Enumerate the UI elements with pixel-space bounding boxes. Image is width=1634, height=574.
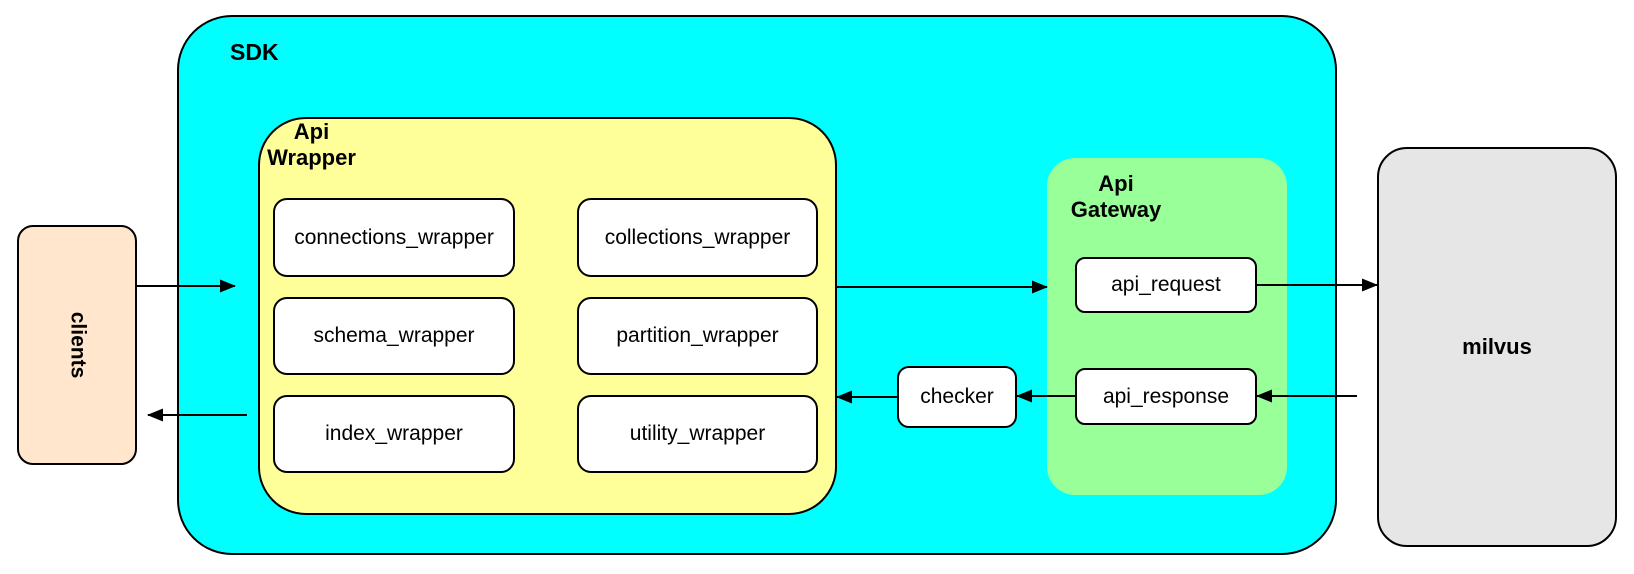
node-api-response: api_response bbox=[1075, 368, 1257, 425]
node-checker: checker bbox=[897, 366, 1017, 428]
node-partition-wrapper: partition_wrapper bbox=[577, 297, 818, 375]
node-label: schema_wrapper bbox=[313, 324, 475, 347]
node-schema-wrapper: schema_wrapper bbox=[273, 297, 515, 375]
api-gateway-label: Api Gateway bbox=[1070, 171, 1162, 222]
clients-label: clients bbox=[66, 311, 89, 379]
sdk-label: SDK bbox=[230, 39, 279, 65]
node-collections-wrapper: collections_wrapper bbox=[577, 198, 818, 277]
clients-box: clients bbox=[17, 225, 137, 465]
api-gateway-container bbox=[1047, 158, 1287, 495]
node-connections-wrapper: connections_wrapper bbox=[273, 198, 515, 277]
node-label: api_request bbox=[1111, 273, 1221, 296]
node-label: utility_wrapper bbox=[629, 422, 766, 445]
node-index-wrapper: index_wrapper bbox=[273, 395, 515, 473]
node-utility-wrapper: utility_wrapper bbox=[577, 395, 818, 473]
api-wrapper-label: Api Wrapper bbox=[267, 119, 356, 170]
node-label: partition_wrapper bbox=[616, 324, 779, 347]
node-label: api_response bbox=[1102, 384, 1230, 408]
node-label: connections_wrapper bbox=[294, 225, 494, 249]
node-label: collections_wrapper bbox=[604, 225, 791, 249]
milvus-box: milvus bbox=[1377, 147, 1617, 547]
node-label: checker bbox=[920, 385, 994, 408]
node-label: index_wrapper bbox=[325, 422, 463, 445]
milvus-label: milvus bbox=[1462, 334, 1532, 359]
node-api-request: api_request bbox=[1075, 257, 1257, 313]
